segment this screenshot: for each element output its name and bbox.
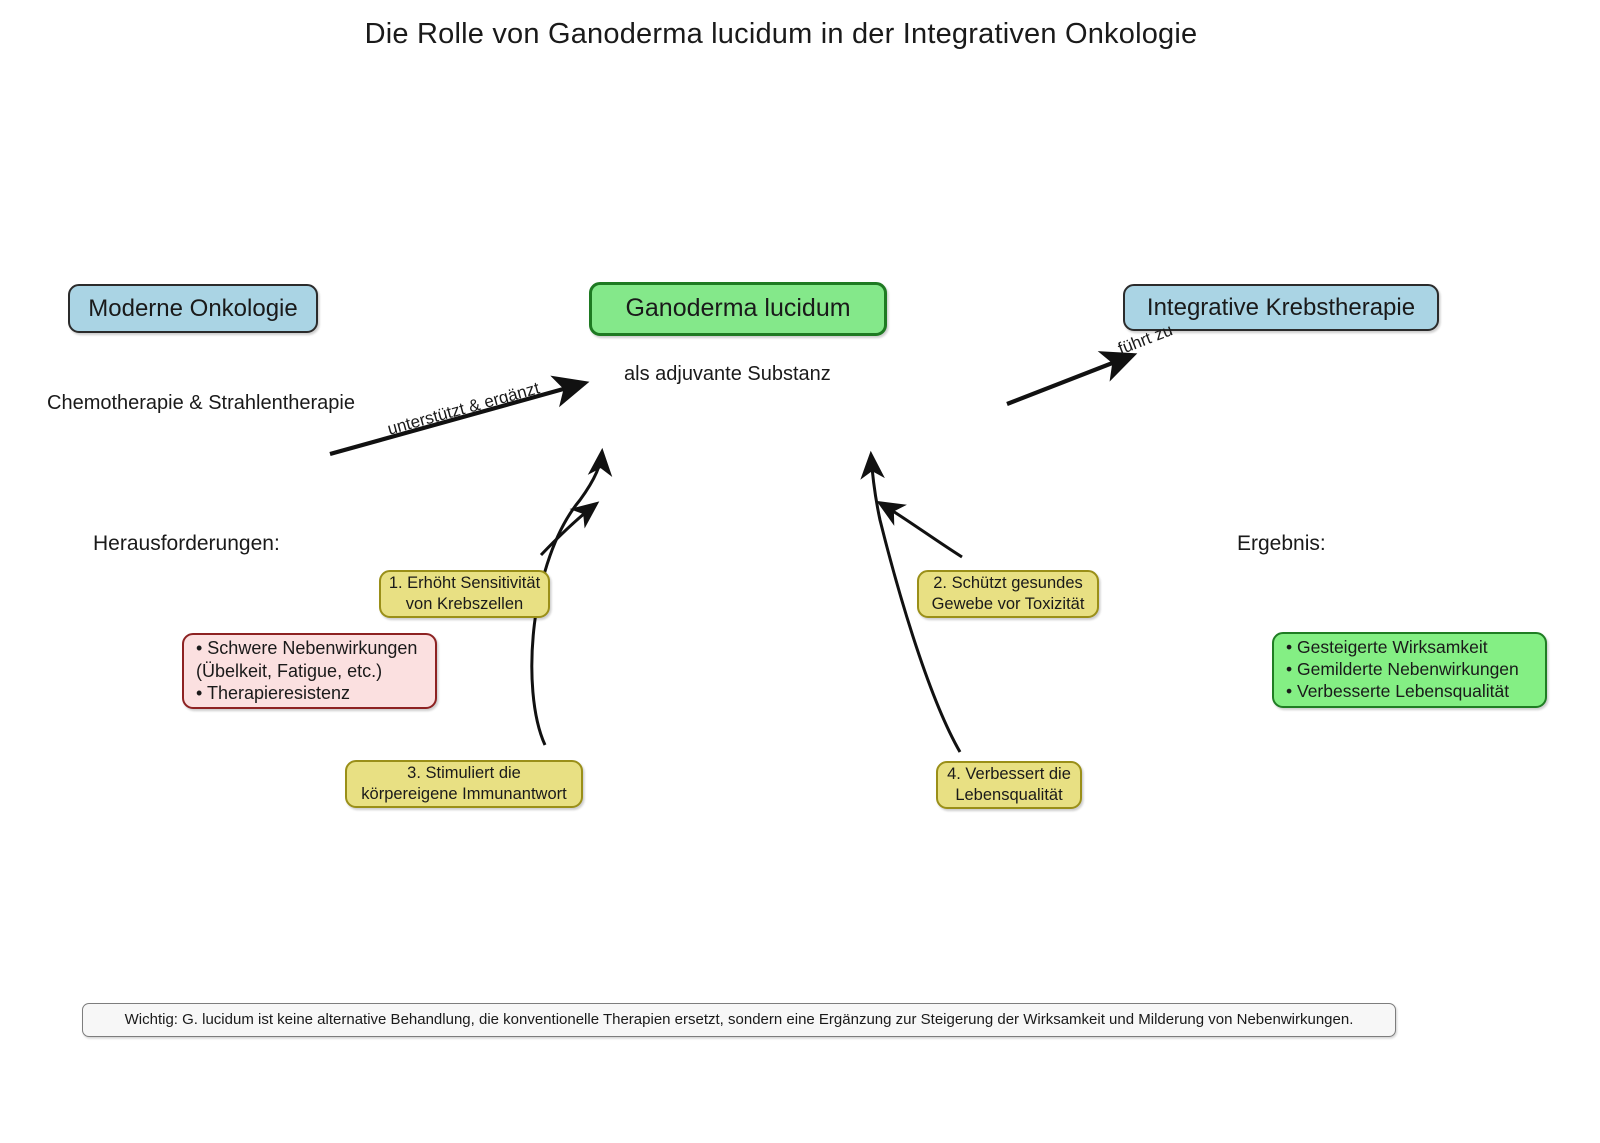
node-mechanism-3-line2: körpereigene Immunantwort (361, 785, 567, 803)
page-title: Die Rolle von Ganoderma lucidum in der I… (364, 18, 1198, 50)
caption-chemotherapie: Chemotherapie & Strahlentherapie (47, 392, 355, 414)
node-mechanism-4-line1: 4. Verbessert die (947, 765, 1071, 784)
node-mechanism-2[interactable]: 2. Schützt gesundes Gewebe vor Toxizität (917, 570, 1099, 618)
node-challenges-box-text: • Schwere Nebenwirkungen (Übelkeit, Fati… (196, 638, 418, 704)
caption-adjuvante-substanz: als adjuvante Substanz (624, 363, 831, 385)
node-moderne-onkologie[interactable]: Moderne Onkologie (68, 284, 318, 333)
node-mechanism-1[interactable]: 1. Erhöht Sensitivität von Krebszellen (379, 570, 550, 618)
curve-mechanism-1 (539, 501, 600, 557)
node-challenges-box[interactable]: • Schwere Nebenwirkungen (Übelkeit, Fati… (182, 633, 437, 709)
node-mechanism-3-line1: 3. Stimuliert die (407, 764, 521, 783)
node-mechanism-1-line2: von Krebszellen (405, 595, 524, 613)
node-integrative-krebstherapie-label: Integrative Krebstherapie (1146, 293, 1416, 321)
node-integrative-krebstherapie[interactable]: Integrative Krebstherapie (1123, 284, 1439, 331)
node-result-box-text: • Gesteigerte Wirksamkeit • Gemilderte N… (1286, 637, 1519, 701)
node-mechanism-1-line1: 1. Erhöht Sensitivität (388, 574, 541, 593)
node-mechanism-4[interactable]: 4. Verbessert die Lebensqualität (936, 761, 1082, 809)
label-ergebnis: Ergebnis: (1237, 532, 1326, 555)
label-herausforderungen: Herausforderungen: (93, 532, 280, 555)
node-ganoderma-lucidum[interactable]: Ganoderma lucidum (589, 282, 887, 336)
curve-mechanism-2 (876, 500, 963, 559)
edge-label-unterstuetzt: unterstützt & ergänzt (385, 378, 542, 439)
node-mechanism-4-line2: Lebensqualität (955, 786, 1063, 804)
footer-note[interactable]: Wichtig: G. lucidum ist keine alternativ… (82, 1003, 1396, 1037)
node-mechanism-2-line2: Gewebe vor Toxizität (931, 595, 1085, 613)
node-mechanism-2-line1: 2. Schützt gesundes (933, 574, 1083, 593)
node-mechanism-3[interactable]: 3. Stimuliert die körpereigene Immunantw… (345, 760, 583, 808)
node-moderne-onkologie-label: Moderne Onkologie (88, 294, 298, 322)
node-result-box[interactable]: • Gesteigerte Wirksamkeit • Gemilderte N… (1272, 632, 1547, 708)
arrow-center-to-right (1006, 351, 1138, 406)
footer-note-text: Wichtig: G. lucidum ist keine alternativ… (124, 1010, 1354, 1028)
node-ganoderma-lucidum-label: Ganoderma lucidum (625, 294, 851, 323)
